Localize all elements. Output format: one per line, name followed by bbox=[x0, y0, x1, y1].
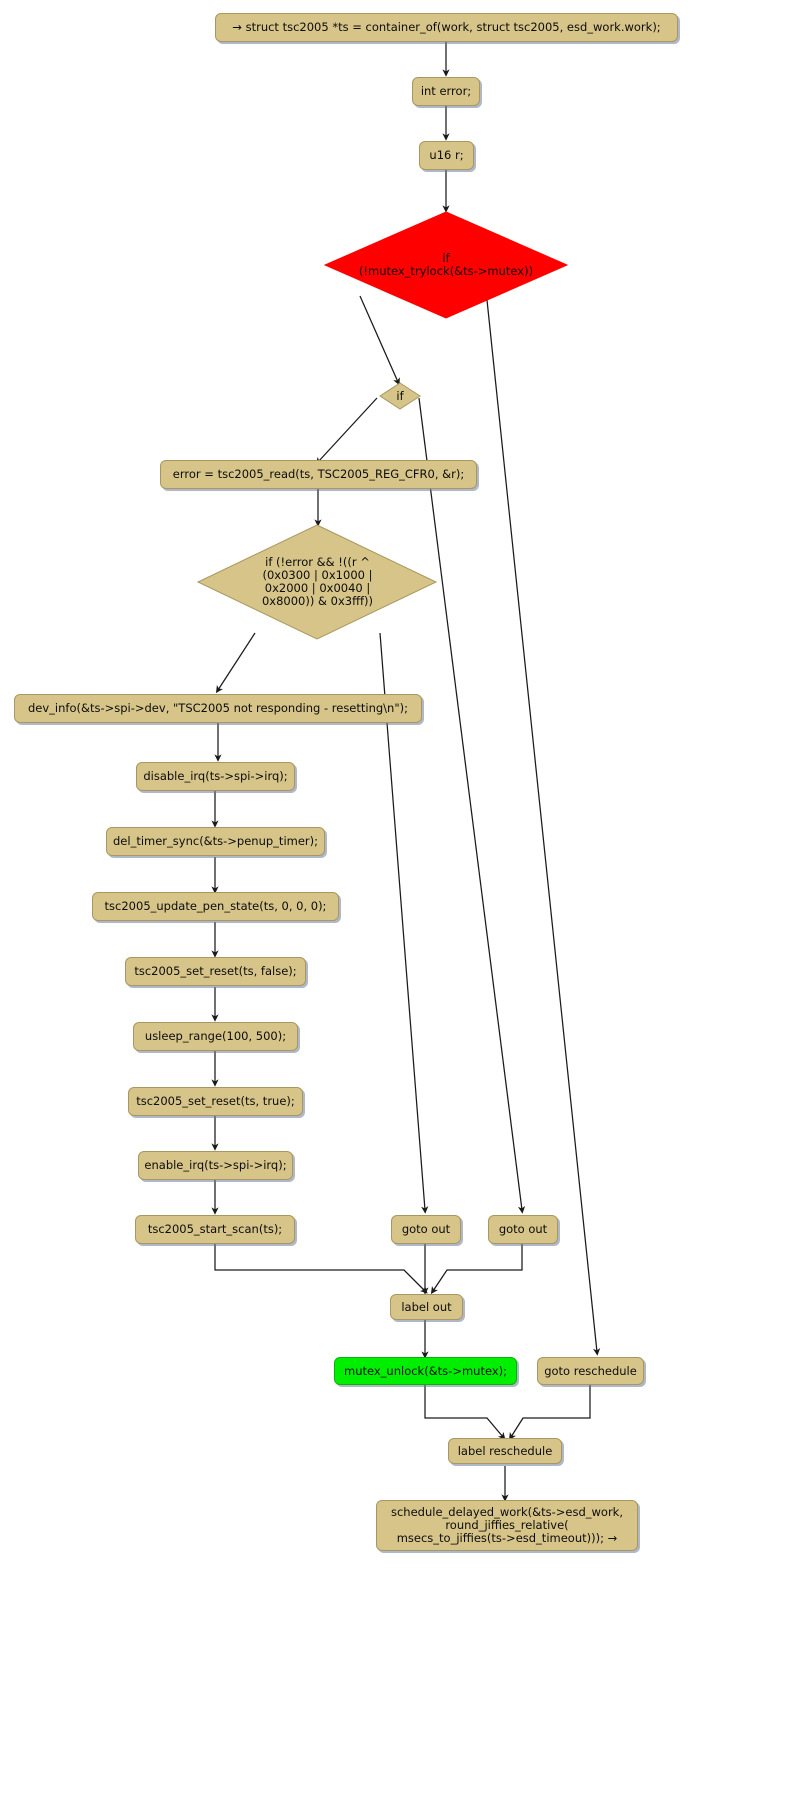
node-goto-out-2[interactable]: goto out bbox=[488, 1215, 558, 1244]
node-if-mutex-trylock[interactable]: if (!mutex_trylock(&ts->mutex)) bbox=[322, 209, 570, 321]
node-mutex-unlock[interactable]: mutex_unlock(&ts->mutex); bbox=[334, 1357, 517, 1385]
node-goto-out-1[interactable]: goto out bbox=[391, 1215, 461, 1244]
node-if-mutex-trylock-label: if (!mutex_trylock(&ts->mutex)) bbox=[358, 251, 534, 278]
node-if-register-check[interactable]: if (!error && !((r ^ (0x0300 | 0x1000 | … bbox=[196, 523, 439, 641]
node-schedule-delayed-work[interactable]: schedule_delayed_work(&ts->esd_work, rou… bbox=[376, 1500, 638, 1551]
diamond-shape-register-check bbox=[196, 524, 438, 640]
node-goto-reschedule[interactable]: goto reschedule bbox=[537, 1357, 644, 1385]
node-set-reset-false[interactable]: tsc2005_set_reset(ts, false); bbox=[125, 957, 306, 986]
node-int-error[interactable]: int error; bbox=[412, 77, 480, 106]
node-label-out[interactable]: label out bbox=[390, 1294, 463, 1320]
node-label-reschedule[interactable]: label reschedule bbox=[448, 1438, 562, 1464]
node-update-pen-state[interactable]: tsc2005_update_pen_state(ts, 0, 0, 0); bbox=[92, 892, 339, 921]
node-tsc2005-read[interactable]: error = tsc2005_read(ts, TSC2005_REG_CFR… bbox=[160, 460, 477, 489]
node-if-small[interactable]: if bbox=[378, 382, 422, 410]
node-enable-irq[interactable]: enable_irq(ts->spi->irq); bbox=[138, 1151, 293, 1180]
node-entry[interactable]: → struct tsc2005 *ts = container_of(work… bbox=[215, 13, 678, 42]
diamond-shape-small bbox=[379, 382, 421, 410]
node-if-small-label: if bbox=[396, 388, 404, 403]
node-usleep-range[interactable]: usleep_range(100, 500); bbox=[133, 1022, 298, 1051]
node-start-scan[interactable]: tsc2005_start_scan(ts); bbox=[135, 1215, 295, 1244]
node-set-reset-true[interactable]: tsc2005_set_reset(ts, true); bbox=[128, 1087, 303, 1116]
node-disable-irq[interactable]: disable_irq(ts->spi->irq); bbox=[136, 762, 295, 791]
diamond-shape-red bbox=[323, 211, 569, 319]
node-u16-r[interactable]: u16 r; bbox=[419, 141, 474, 170]
node-if-register-check-label: if (!error && !((r ^ (0x0300 | 0x1000 | … bbox=[261, 555, 374, 608]
node-dev-info[interactable]: dev_info(&ts->spi->dev, "TSC2005 not res… bbox=[14, 694, 422, 723]
node-del-timer-sync[interactable]: del_timer_sync(&ts->penup_timer); bbox=[106, 827, 325, 856]
